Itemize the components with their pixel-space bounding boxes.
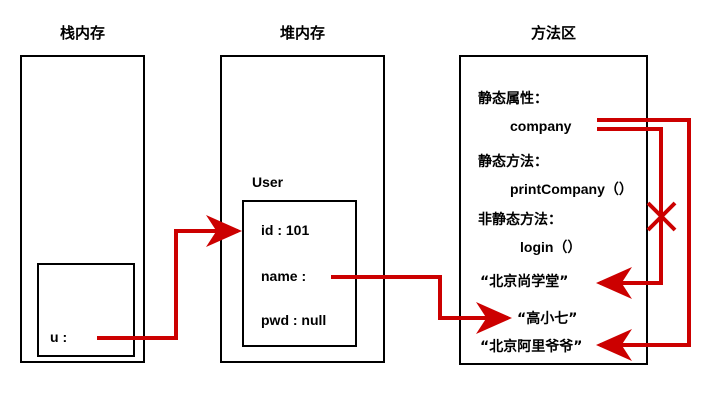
string-literal-beijing-ali-yeye: “北京阿里爷爷” bbox=[480, 339, 583, 355]
string-literal-beijing-shangxuetang: “北京尚学堂” bbox=[480, 274, 569, 290]
method-area-row-instance-methods-heading: 非静态方法： bbox=[478, 212, 562, 228]
heap-title: 堆内存 bbox=[279, 25, 325, 42]
heap-region-box bbox=[220, 55, 385, 363]
heap-object-box bbox=[242, 200, 357, 347]
heap-field-id: id : 101 bbox=[261, 222, 310, 238]
method-area-row-company: company bbox=[510, 118, 572, 134]
stack-variable-label: u : bbox=[50, 329, 68, 345]
heap-field-pwd: pwd : null bbox=[261, 312, 327, 328]
stack-title: 栈内存 bbox=[59, 25, 105, 42]
string-literal-gao-xiaoqi: “高小七” bbox=[517, 311, 578, 327]
heap-field-name: name : bbox=[261, 268, 307, 284]
method-area-title: 方法区 bbox=[530, 25, 576, 42]
stack-region-box bbox=[20, 55, 145, 363]
method-area-row-static-fields-heading: 静态属性： bbox=[478, 91, 548, 107]
method-area-row-login: login（） bbox=[520, 239, 582, 255]
method-area-row-print-company: printCompany（） bbox=[510, 181, 633, 197]
heap-object-label: User bbox=[252, 174, 284, 190]
cross-out-x-icon bbox=[646, 201, 677, 232]
method-area-row-static-methods-heading: 静态方法： bbox=[478, 154, 548, 170]
